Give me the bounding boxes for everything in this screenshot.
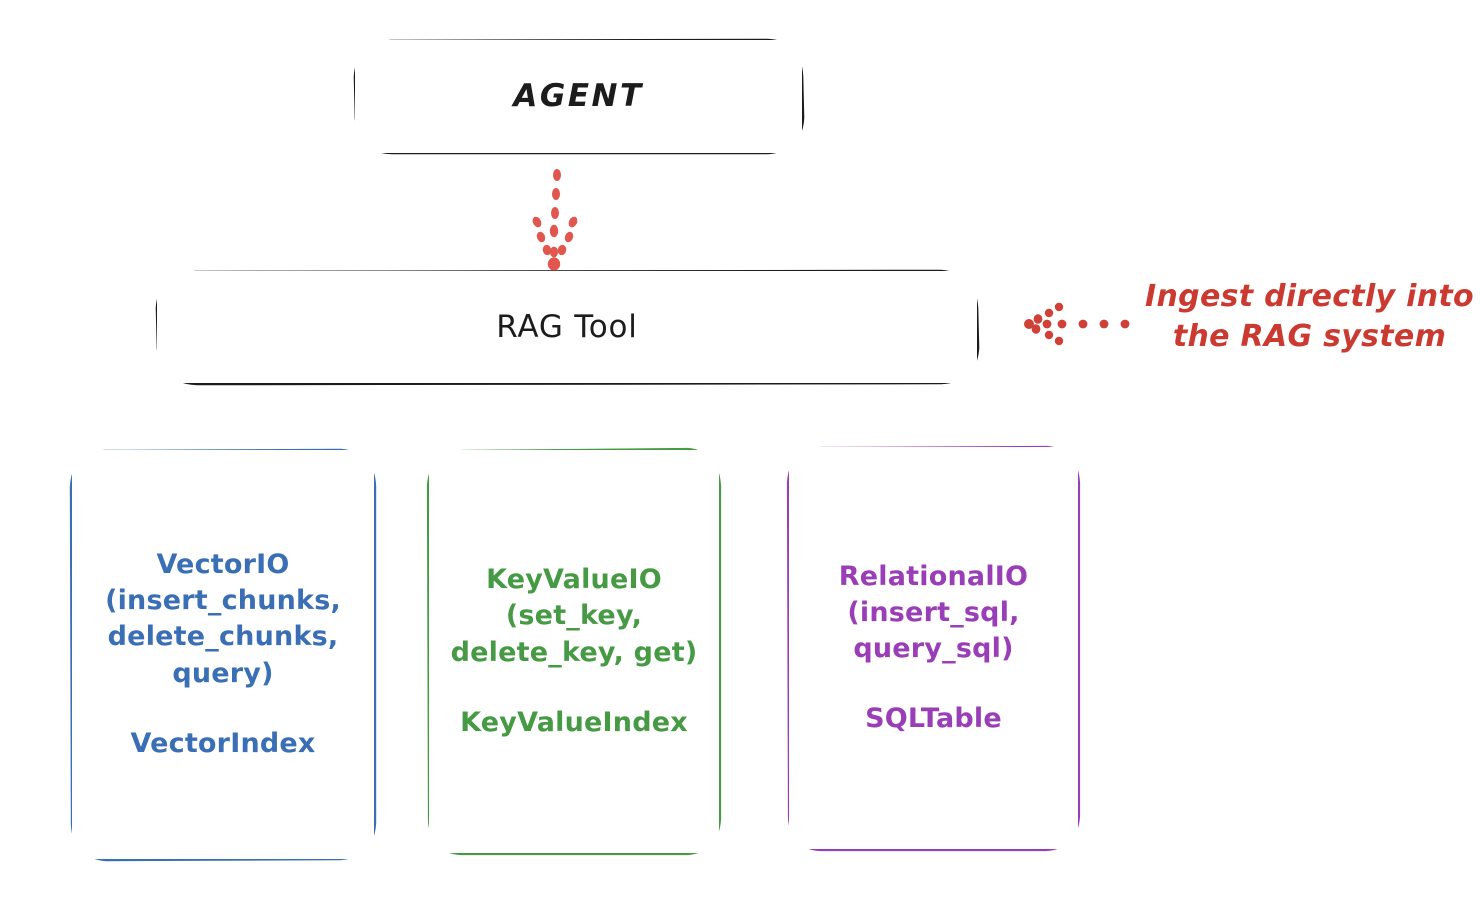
agent-label: AGENT xyxy=(513,78,644,115)
rag-tool-node[interactable]: RAG Tool xyxy=(157,271,977,383)
keyvalueio-label: KeyValueIO (set_key, delete_key, get) xyxy=(450,564,698,668)
vectorio-secondary-label: VectorIndex xyxy=(130,727,316,759)
ingest-annotation-text: Ingest directly into the RAG system xyxy=(1145,279,1474,354)
relationalio-node[interactable]: RelationalIO (insert_sql, query_sql) SQL… xyxy=(789,447,1078,849)
keyvalueio-node[interactable]: KeyValueIO (set_key, delete_key, get) Ke… xyxy=(429,450,719,853)
rag-tool-label: RAG Tool xyxy=(496,308,638,345)
relationalio-label: RelationalIO (insert_sql, query_sql) xyxy=(838,560,1029,664)
agent-node[interactable]: AGENT xyxy=(355,40,802,153)
agent-to-rag-tool-arrow xyxy=(532,169,578,271)
vectorio-label: VectorIO (insert_chunks, delete_chunks, … xyxy=(105,549,341,689)
relationalio-secondary-label: SQLTable xyxy=(865,703,1002,735)
keyvalueio-secondary-label: KeyValueIndex xyxy=(460,706,688,738)
vectorio-node[interactable]: VectorIO (insert_chunks, delete_chunks, … xyxy=(72,450,374,859)
ingest-arrow xyxy=(1024,302,1130,346)
